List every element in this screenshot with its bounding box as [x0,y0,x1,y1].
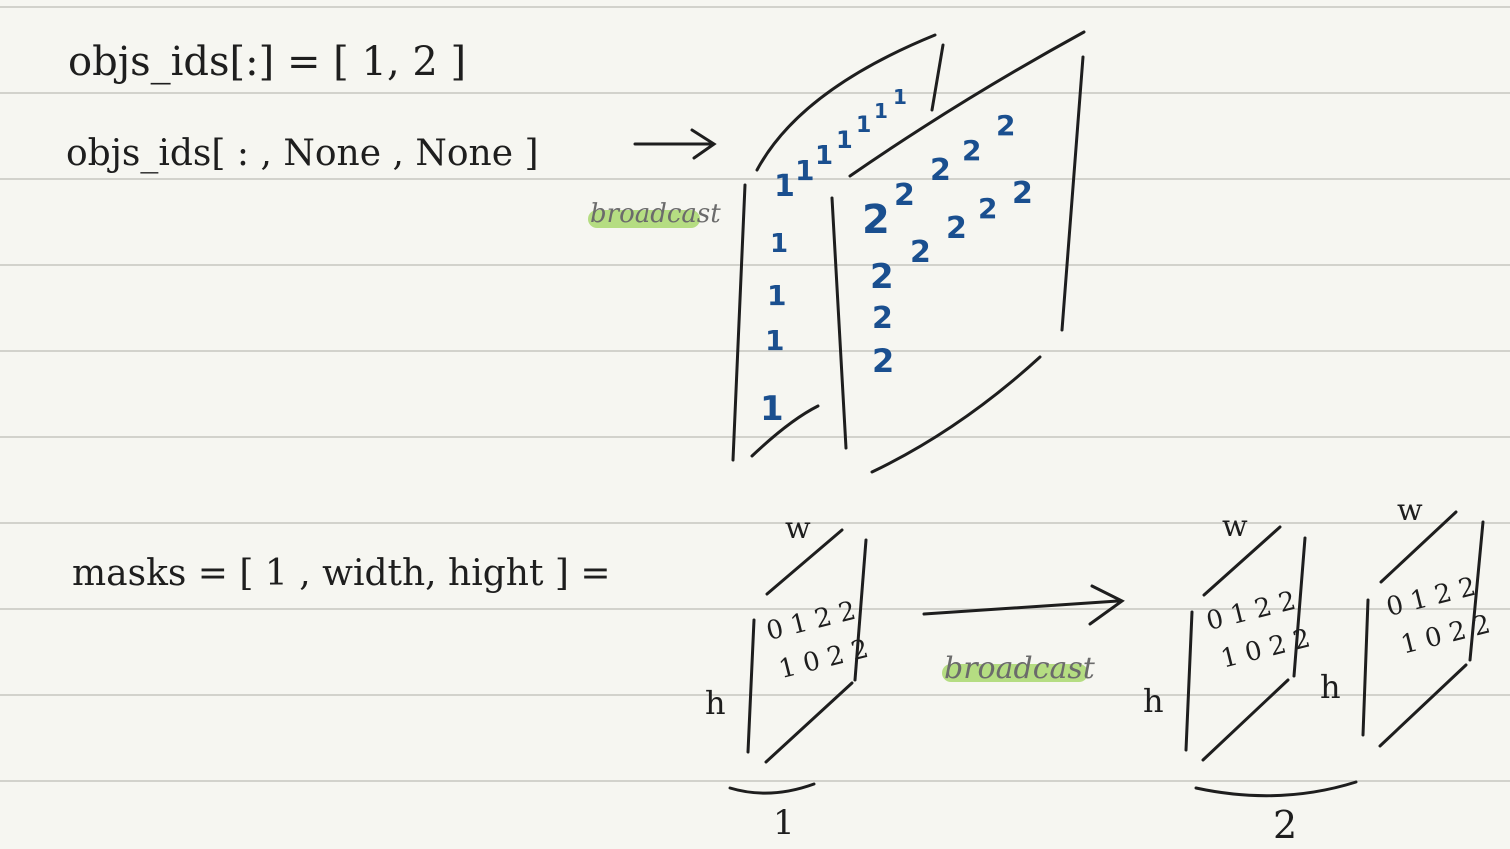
value-cell: 1 [836,126,853,154]
value-cell: 2 [872,301,893,336]
value-cell: 2 [962,134,981,167]
plane-twos [830,30,1086,474]
pair-brace [1194,780,1358,798]
value-cell: 2 [894,178,915,213]
value-cell: 1 [893,85,907,109]
mask-w-label: w [785,511,811,546]
plane-ones-values: 1 1 1 1 1 1 1 1 1 1 1 [760,85,907,429]
mask-w-label: w [1222,509,1248,544]
value-cell: 1 [770,229,788,259]
value-cell: 2 [930,153,951,188]
line-objs-ids: objs_ids[:] = [ 1, 2 ] [68,39,466,85]
arrow-bottom [922,584,1125,626]
plane-ones [731,33,945,462]
value-cell: 1 [765,324,784,357]
highlight-top [588,210,700,228]
arrow-top [633,128,717,160]
value-cell: 1 [874,99,888,123]
value-cell: 1 [856,113,871,138]
value-cell: 2 [872,342,894,380]
mask-h-label: h [1320,668,1341,706]
value-cell: 1 [795,154,814,187]
mask-h-label: h [705,684,726,722]
line-objs-ids-none: objs_ids[ : , None , None ] [66,133,538,174]
broadcast-label-top: broadcast [590,199,721,229]
value-cell: 2 [1012,176,1033,211]
broadcast-label-bottom: broadcast [944,651,1096,686]
value-cell: 1 [774,169,795,204]
value-cell: 2 [978,192,997,225]
mask-count: 1 [773,803,795,843]
value-cell: 1 [760,389,784,429]
mask-h-label: h [1143,682,1164,720]
value-cell: 2 [996,109,1015,142]
mask-broadcast-right: w h 0 1 2 2 1 0 2 2 [1320,493,1493,748]
value-cell: 2 [862,197,890,243]
plane-twos-values: 2 2 2 2 2 2 2 2 2 2 2 2 [862,109,1033,380]
line-masks: masks = [ 1 , width, hight ] = [72,553,611,594]
ruled-lines [0,6,1510,782]
value-cell: 2 [910,235,931,270]
highlight-bottom [942,664,1088,682]
mask-w-label: w [1397,493,1423,528]
mask-pair-count: 2 [1273,803,1297,847]
mask-broadcast-left: w h 0 1 2 2 1 0 2 2 [1143,509,1313,762]
value-cell: 1 [767,279,786,312]
value-cell: 1 [815,141,833,171]
mask-single: w h 0 1 2 2 1 0 2 2 1 [705,511,871,843]
value-cell: 2 [946,211,967,246]
value-cell: 2 [870,257,894,297]
